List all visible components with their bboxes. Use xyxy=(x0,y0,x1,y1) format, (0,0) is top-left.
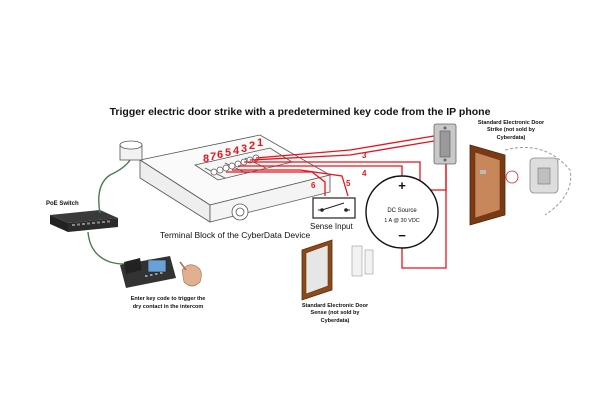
door-strike-label: Standard Electronic Door Strike (not sol… xyxy=(477,120,545,141)
sense-input-box xyxy=(312,197,356,219)
terminal-number: 8 xyxy=(203,153,209,165)
wire-label: 5 xyxy=(346,179,351,188)
terminal-numbers: 8 7 6 5 4 3 2 1 xyxy=(203,137,263,165)
dc-plus-sign: + xyxy=(398,178,406,193)
wiring xyxy=(226,134,447,269)
wire-4 xyxy=(238,165,403,176)
terminal-number: 7 xyxy=(210,151,216,163)
terminal-number: 6 xyxy=(217,149,223,161)
ip-phone-icon xyxy=(120,256,176,288)
terminal-number: 3 xyxy=(241,143,247,155)
wire-dc-return xyxy=(401,150,447,269)
sense-input-label: Sense Input xyxy=(310,222,353,231)
diagram-title: Trigger electric door strike with a pred… xyxy=(109,106,491,118)
terminal-number: 1 xyxy=(257,137,263,149)
terminal-block-label: Terminal Block of the CyberData Device xyxy=(160,230,311,240)
dc-source-title: DC Source xyxy=(387,208,417,214)
wire-5 xyxy=(232,169,349,197)
terminal-number: 4 xyxy=(233,145,240,157)
dc-minus-sign: − xyxy=(398,228,406,243)
poe-switch-icon xyxy=(50,210,118,232)
wire-label: 3 xyxy=(362,151,367,160)
phone-caption: Enter key code to trigger the dry contac… xyxy=(130,296,206,310)
wire-label: 6 xyxy=(311,181,316,190)
terminal-number: 2 xyxy=(249,140,255,152)
hand-icon xyxy=(179,261,202,287)
wire-6 xyxy=(226,171,326,196)
terminal-number: 5 xyxy=(225,147,231,159)
wire-labels: 3 4 6 5 xyxy=(311,151,367,190)
door-strike-icon xyxy=(433,123,457,165)
dc-source-rating: 1 A @ 30 VDC xyxy=(384,218,420,224)
door-with-strike-icon xyxy=(469,144,572,226)
door-with-sense-icon xyxy=(301,239,374,301)
poe-switch-label: PoE Switch xyxy=(46,201,79,207)
door-sense-label: Standard Electronic Door Sense (not sold… xyxy=(301,303,369,324)
wire-label: 4 xyxy=(362,169,367,178)
dc-source: + DC Source 1 A @ 30 VDC − xyxy=(365,175,439,249)
